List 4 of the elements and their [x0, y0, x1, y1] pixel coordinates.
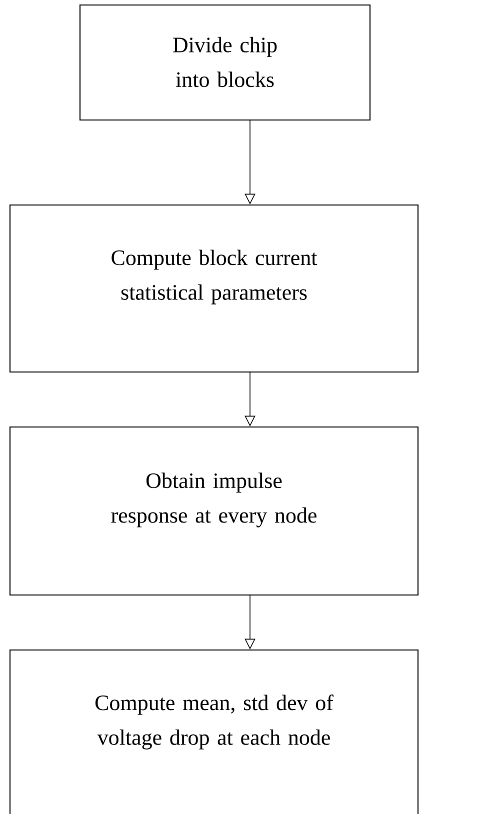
process-box: Compute block current statistical parameters: [9, 204, 419, 373]
process-box: Obtain impulse response at every node: [9, 426, 419, 596]
process-box: Divide chip into blocks: [79, 4, 371, 121]
process-box: Compute mean, std dev of voltage drop at each node: [9, 649, 419, 814]
